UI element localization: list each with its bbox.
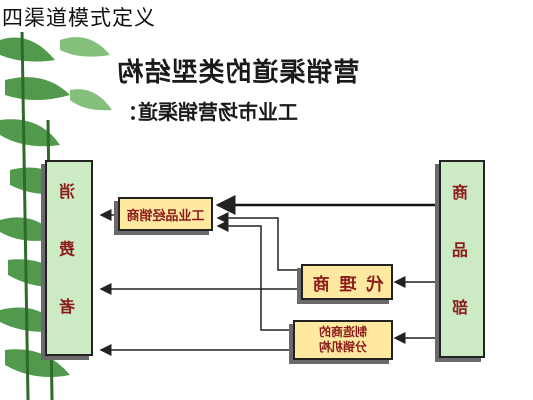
consumer-label: 消 费 者 [59,183,78,333]
consumer-box: 消 费 者 [45,160,93,356]
agent-box: 代 理 商 [301,264,393,300]
industrial-distributor-box: 工业品经销商 [118,197,213,231]
producer-box: 商 品 部 [439,160,485,358]
producer-label: 商 品 部 [452,184,471,334]
industrial-distributor-label: 工业品经销商 [126,208,205,224]
manufacturer-branch-label-line2: 分销机构 [319,340,368,354]
page-title: 四渠道模式定义 [2,2,160,32]
agent-label: 代 理 商 [310,274,384,295]
manufacturer-branch-box: 制造商的 分销机构 [293,320,393,360]
manufacturer-branch-label-line1: 制造商的 [319,325,368,339]
